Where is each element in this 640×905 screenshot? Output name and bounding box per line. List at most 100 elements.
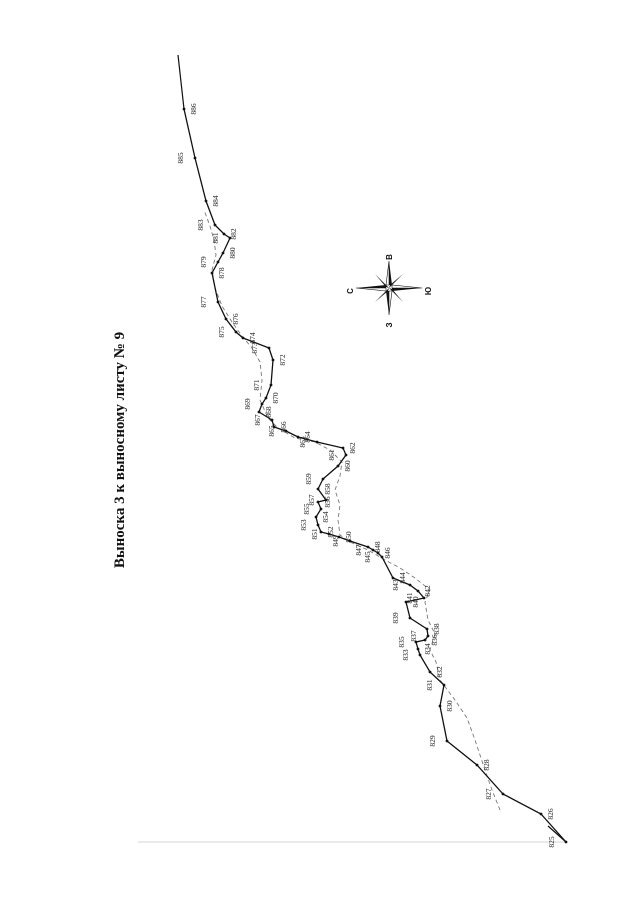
compass-arm-east: [389, 261, 392, 285]
boundary-point-867: [270, 418, 274, 422]
boundary-point-833: [418, 653, 422, 657]
boundary-point-847: [371, 548, 375, 552]
point-label-847: 847: [354, 544, 363, 556]
point-label-864: 864: [303, 431, 312, 443]
boundary-point-878: [210, 271, 214, 275]
boundary-point-865: [284, 429, 288, 433]
point-label-863: 863: [298, 436, 307, 448]
point-label-841: 841: [405, 592, 414, 604]
boundary-point-858: [316, 487, 320, 491]
boundary-point-883: [213, 223, 217, 227]
point-label-852: 852: [326, 526, 335, 538]
point-label-880: 880: [228, 247, 237, 259]
point-label-858: 858: [323, 483, 332, 495]
boundary-point-846: [376, 551, 380, 555]
point-label-866: 866: [279, 421, 288, 433]
point-label-871: 871: [252, 379, 261, 391]
boundary-point-868: [257, 410, 261, 414]
boundary-point-837: [426, 634, 430, 638]
boundary-point-853: [316, 523, 320, 527]
boundary-point-875: [234, 330, 238, 334]
point-label-861: 861: [327, 449, 336, 461]
compass-north-label: С: [346, 288, 355, 294]
point-label-838: 838: [432, 623, 441, 635]
point-label-883: 883: [196, 219, 205, 231]
point-label-830: 830: [445, 700, 454, 712]
point-label-855: 855: [302, 503, 311, 515]
point-label-877: 877: [199, 296, 208, 308]
point-label-860: 860: [343, 460, 352, 472]
map-title: Выноска 3 к выносному листу № 9: [112, 332, 128, 568]
boundary-point-830: [438, 704, 442, 708]
boundary-point-882: [222, 232, 226, 236]
point-label-851: 851: [310, 528, 319, 540]
boundary-point-829: [445, 739, 449, 743]
point-label-875: 875: [217, 326, 226, 338]
point-label-867: 867: [253, 414, 262, 426]
point-label-873: 873: [250, 342, 259, 354]
boundary-point-855: [319, 507, 323, 511]
boundary-point-825: [564, 840, 568, 844]
boundary-point-870: [264, 396, 268, 400]
compass-arm-west: [386, 291, 389, 315]
boundary-point-828: [475, 763, 479, 767]
boundary-point-866: [272, 425, 276, 429]
boundary-point-854: [314, 515, 318, 519]
boundary-point-842: [416, 589, 420, 593]
boundary-point-873: [267, 346, 271, 350]
point-label-881: 881: [211, 232, 220, 244]
boundary-point-826: [539, 812, 543, 816]
boundary-point-832: [428, 670, 432, 674]
point-label-876: 876: [231, 313, 240, 325]
point-label-848: 848: [373, 541, 382, 553]
point-label-857: 857: [307, 494, 316, 506]
boundary-point-869: [260, 402, 264, 406]
point-label-885: 885: [176, 152, 185, 164]
boundary-point-850: [337, 535, 341, 539]
point-label-856: 856: [323, 496, 332, 508]
point-label-835: 835: [397, 636, 406, 648]
boundary-point-852: [319, 530, 323, 534]
boundary-point-838: [425, 627, 429, 631]
point-label-825: 825: [547, 836, 556, 848]
point-label-840: 840: [411, 596, 420, 608]
point-label-884: 884: [211, 195, 220, 207]
boundary-point-831: [442, 683, 446, 687]
boundary-point-849: [348, 539, 352, 543]
title-group: Выноска 3 к выносному листу № 9: [112, 332, 128, 568]
boundary-point-845: [380, 555, 384, 559]
boundary-point-879: [216, 260, 220, 264]
point-label-831: 831: [425, 679, 434, 691]
point-label-844: 844: [398, 572, 407, 584]
boundary-point-877: [216, 300, 220, 304]
compass-west-label: З: [385, 322, 394, 327]
boundary-point-851: [327, 532, 331, 536]
boundary-line-extension: [177, 54, 567, 843]
point-label-827: 827: [484, 788, 493, 800]
compass-arm-north: [356, 285, 386, 288]
boundary-point-843: [408, 583, 412, 587]
boundary-point-827: [501, 792, 505, 796]
point-label-872: 872: [278, 354, 287, 366]
boundary-point-872: [271, 358, 275, 362]
boundary-point-861: [344, 453, 348, 457]
boundary-point-864: [296, 435, 300, 439]
boundary-point-860: [336, 464, 340, 468]
boundary-point-871: [269, 383, 273, 387]
dashed-boundary-line: [203, 209, 501, 811]
point-label-837: 837: [409, 630, 418, 642]
point-label-879: 879: [199, 256, 208, 268]
boundary-point-856: [316, 500, 320, 504]
compass-south-label: Ю: [424, 287, 433, 295]
boundary-point-884: [204, 199, 208, 203]
point-label-869: 869: [243, 398, 252, 410]
point-label-862: 862: [348, 442, 357, 454]
point-label-853: 853: [299, 519, 308, 531]
point-label-839: 839: [391, 612, 400, 624]
boundary-point-880: [221, 251, 225, 255]
boundary-points: [182, 107, 568, 844]
point-label-865: 865: [267, 425, 276, 437]
point-label-849: 849: [331, 535, 340, 547]
